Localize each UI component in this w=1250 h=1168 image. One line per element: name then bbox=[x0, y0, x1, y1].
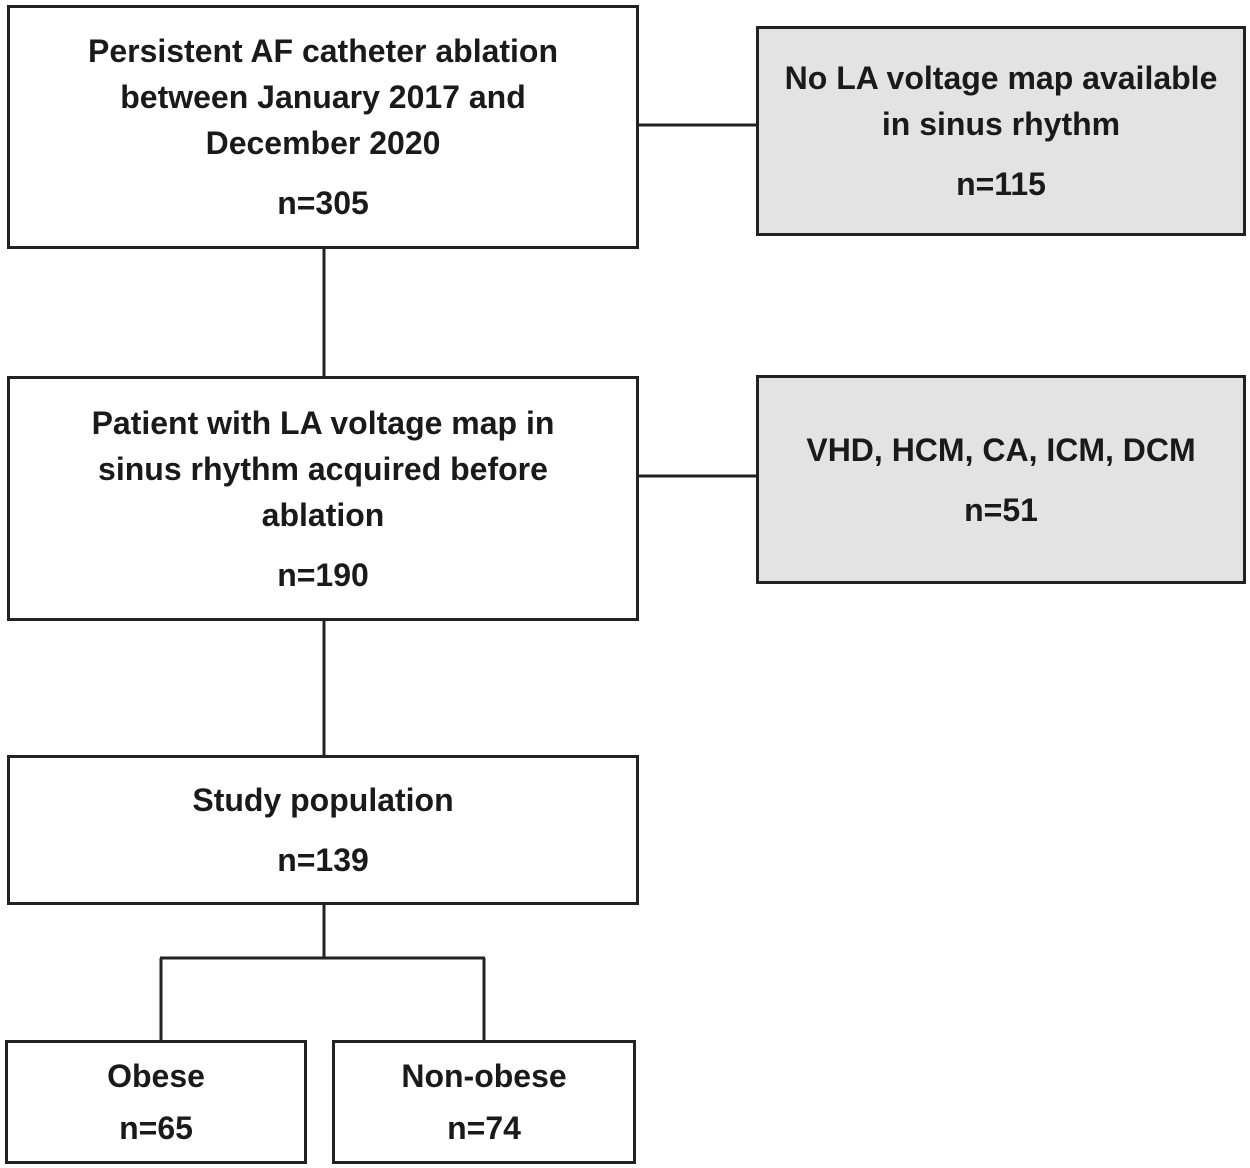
non-obese-count: n=74 bbox=[447, 1110, 521, 1146]
non-obese-box: Non-obese n=74 bbox=[332, 1040, 636, 1164]
obese-label: Obese bbox=[107, 1058, 205, 1094]
initial-cohort-box: Persistent AF catheter ablation between … bbox=[7, 5, 639, 249]
initial-cohort-count: n=305 bbox=[277, 185, 369, 221]
with-map-label: Patient with LA voltage map in sinus rhy… bbox=[91, 404, 555, 533]
with-map-count: n=190 bbox=[277, 556, 369, 593]
non-obese-label: Non-obese bbox=[401, 1058, 567, 1094]
study-population-count: n=139 bbox=[277, 842, 369, 878]
exclusion-no-map-label: No LA voltage map available in sinus rhy… bbox=[784, 60, 1218, 142]
initial-cohort-label: Persistent AF catheter ablation between … bbox=[87, 33, 559, 161]
exclusion-disease-label: VHD, HCM, CA, ICM, DCM bbox=[806, 431, 1196, 468]
study-population-box: Study population n=139 bbox=[7, 755, 639, 905]
exclusion-disease-box: VHD, HCM, CA, ICM, DCM n=51 bbox=[756, 375, 1246, 584]
with-map-box: Patient with LA voltage map in sinus rhy… bbox=[7, 376, 639, 621]
study-population-label: Study population bbox=[192, 782, 454, 818]
exclusion-no-map-box: No LA voltage map available in sinus rhy… bbox=[756, 26, 1246, 236]
obese-box: Obese n=65 bbox=[5, 1040, 307, 1164]
exclusion-disease-count: n=51 bbox=[964, 491, 1038, 528]
obese-count: n=65 bbox=[119, 1110, 193, 1146]
exclusion-no-map-count: n=115 bbox=[956, 166, 1046, 202]
